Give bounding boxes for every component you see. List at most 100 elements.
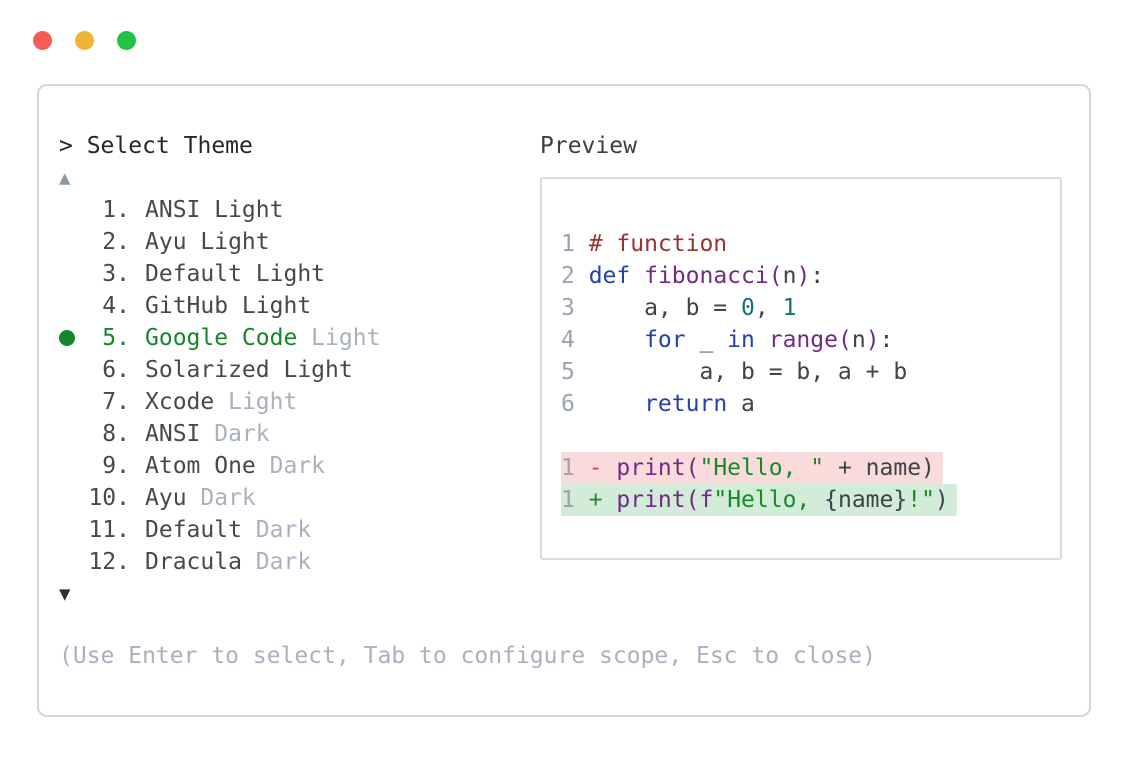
line-number: 6 [561, 391, 575, 417]
token-plain: n [782, 263, 797, 289]
theme-selector-panel: > Select Theme Preview ▲ 1. ANSI Light 2. A… [37, 84, 1091, 717]
theme-list-item[interactable]: 8. ANSI Dark [59, 418, 540, 450]
token-plain: , [754, 295, 783, 321]
scroll-down-icon[interactable]: ▼ [59, 583, 71, 605]
theme-list-column: ▲ 1. ANSI Light 2. Ayu Light 3. Default Light… [59, 162, 540, 610]
token-plain: {name} [824, 487, 908, 513]
theme-item-variant-dim: Light [214, 389, 298, 415]
theme-list-item[interactable]: 12.Dracula Dark [59, 546, 540, 578]
theme-item-number: 7. [102, 389, 130, 415]
token-plain: n [851, 327, 866, 353]
token-minus: - [588, 455, 617, 481]
theme-list-item[interactable]: 11.Default Dark [59, 514, 540, 546]
theme-item-name: Ayu Dark [145, 485, 256, 511]
token-plain: a, b = [588, 295, 742, 321]
theme-list-item[interactable]: 7. Xcode Light [59, 386, 540, 418]
code-line: 1 + print(f"Hello, {name}!") [561, 484, 1060, 516]
token-str: !" [907, 487, 935, 513]
code-line: 1- print("Hello, " + name) [561, 452, 1060, 484]
token-num: 0 [741, 295, 755, 321]
theme-item-name: Atom One Dark [145, 453, 326, 479]
theme-item-name: ANSI Light [145, 197, 284, 223]
token-plain [630, 263, 644, 289]
theme-item-name: ANSI Dark [145, 421, 270, 447]
theme-list-item[interactable]: 10. Ayu Dark [59, 482, 540, 514]
bullet-slot [59, 330, 80, 346]
token-fn: f [699, 487, 714, 513]
token-str: "Hello, " [699, 455, 825, 481]
token-plain [755, 327, 769, 353]
theme-item-name: Ayu Light [145, 229, 270, 255]
theme-item-name: Google Code Light [145, 325, 381, 351]
theme-item-name: Xcode Light [145, 389, 298, 415]
line-number: 3 [561, 295, 575, 321]
code-line: 4 for _ in range(n): [561, 324, 1060, 356]
token-fn: ) [865, 327, 880, 353]
theme-item-number: 8. [102, 421, 130, 447]
theme-list-item[interactable]: 6.Solarized Light [59, 354, 540, 386]
line-number: 4 [561, 327, 575, 353]
token-plain: ) [934, 487, 949, 513]
line-number: 1 [561, 455, 575, 481]
code-content: 4 for _ in range(n): [561, 324, 901, 356]
theme-list-item[interactable]: 9. Atom One Dark [59, 450, 540, 482]
code-blank-line [561, 420, 1060, 452]
main-row: ▲ 1. ANSI Light 2. Ayu Light 3. Default Light… [59, 162, 1069, 610]
traffic-light-close-button[interactable] [33, 31, 52, 50]
theme-list-item[interactable]: 1. ANSI Light [59, 194, 540, 226]
token-kw: for [644, 327, 686, 353]
theme-item-number: 2. [102, 229, 130, 255]
token-num: 1 [782, 295, 797, 321]
theme-item-number: 9. [102, 453, 130, 479]
traffic-light-minimize-button[interactable] [75, 31, 94, 50]
line-number: 2 [561, 263, 575, 289]
theme-item-name: Dracula Dark [145, 549, 312, 575]
theme-item-number: 1. [102, 197, 130, 223]
theme-item-variant-dim: Dark [200, 421, 270, 447]
token-plain [589, 327, 644, 353]
code-content: 1 # function [561, 228, 735, 260]
preview-label: Preview [540, 133, 637, 159]
theme-item-variant-dim: Light [297, 325, 381, 351]
token-fn: print( [616, 455, 700, 481]
scroll-up-icon[interactable]: ▲ [59, 167, 71, 189]
token-fn: range( [768, 327, 852, 353]
theme-item-number: 5. [102, 325, 130, 351]
token-plain: : [810, 263, 825, 289]
line-number: 5 [561, 359, 575, 385]
token-kw: def [588, 263, 631, 289]
theme-item-number: 3. [102, 261, 130, 287]
diff-removed-line: 1- print("Hello, " + name) [561, 452, 943, 484]
token-kw: in [727, 327, 755, 353]
theme-list-item[interactable]: 5. Google Code Light [59, 322, 540, 354]
header-row: > Select Theme Preview [59, 130, 1069, 162]
theme-item-name: GitHub Light [145, 293, 312, 319]
theme-list: 1. ANSI Light 2. Ayu Light 3. Default Light 4.… [59, 194, 540, 578]
token-comment: # function [588, 231, 728, 257]
token-plus: + [588, 487, 617, 513]
traffic-light-zoom-button[interactable] [117, 31, 136, 50]
theme-item-name: Default Light [145, 261, 326, 287]
theme-item-number: 11. [88, 517, 130, 543]
token-str: "Hello, [713, 487, 825, 513]
select-theme-prompt: > Select Theme [59, 133, 253, 159]
theme-list-item[interactable]: 3. Default Light [59, 258, 540, 290]
theme-item-number: 6. [102, 357, 130, 383]
code-content: 6 return a [561, 388, 763, 420]
code-line: 3 a, b = 0, 1 [561, 292, 1060, 324]
line-number: 1 [561, 487, 575, 513]
window-controls [33, 31, 136, 50]
token-fn: print( [616, 487, 700, 513]
token-plain: + name) [824, 455, 935, 481]
theme-list-item[interactable]: 2. Ayu Light [59, 226, 540, 258]
theme-item-number: 10. [88, 485, 130, 511]
token-plain: : [879, 327, 894, 353]
theme-list-item[interactable]: 4.GitHub Light [59, 290, 540, 322]
token-plain: _ [685, 327, 728, 353]
line-number: 1 [561, 231, 575, 257]
